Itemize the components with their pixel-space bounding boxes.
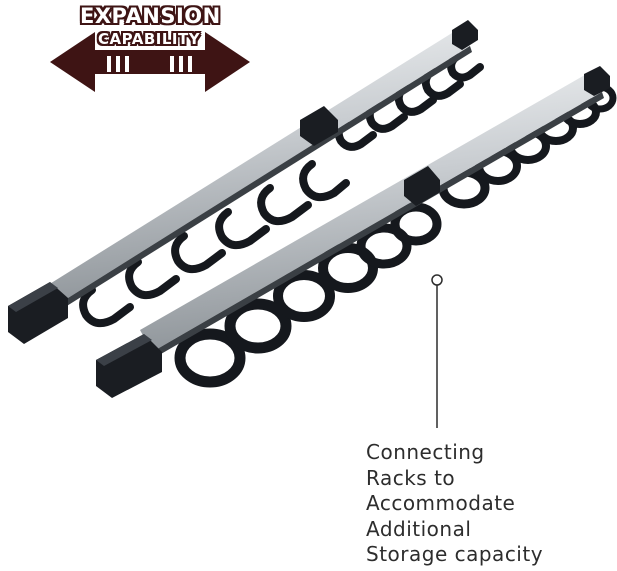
upper-rack: [8, 20, 484, 344]
rail-connector: [404, 166, 440, 206]
end-cap: [96, 334, 162, 398]
callout-pointer: [431, 274, 443, 428]
badge-subtitle: CAPABILITY: [98, 30, 201, 48]
caption: Connecting Racks to Accommodate Addition…: [366, 440, 543, 568]
caption-line: Connecting: [366, 440, 485, 464]
caption-line: Accommodate: [366, 491, 516, 515]
caption-line: Storage capacity: [366, 542, 544, 566]
ring-holder-row: [174, 83, 617, 388]
lower-rack: [96, 66, 617, 398]
rail-connector: [300, 106, 338, 146]
end-cap: [8, 282, 68, 344]
caption-line: Additional: [366, 516, 472, 541]
expansion-arrow-icon: [50, 32, 250, 92]
badge-title: EXPANSION: [80, 4, 221, 28]
caption-line: Racks to: [366, 465, 456, 490]
